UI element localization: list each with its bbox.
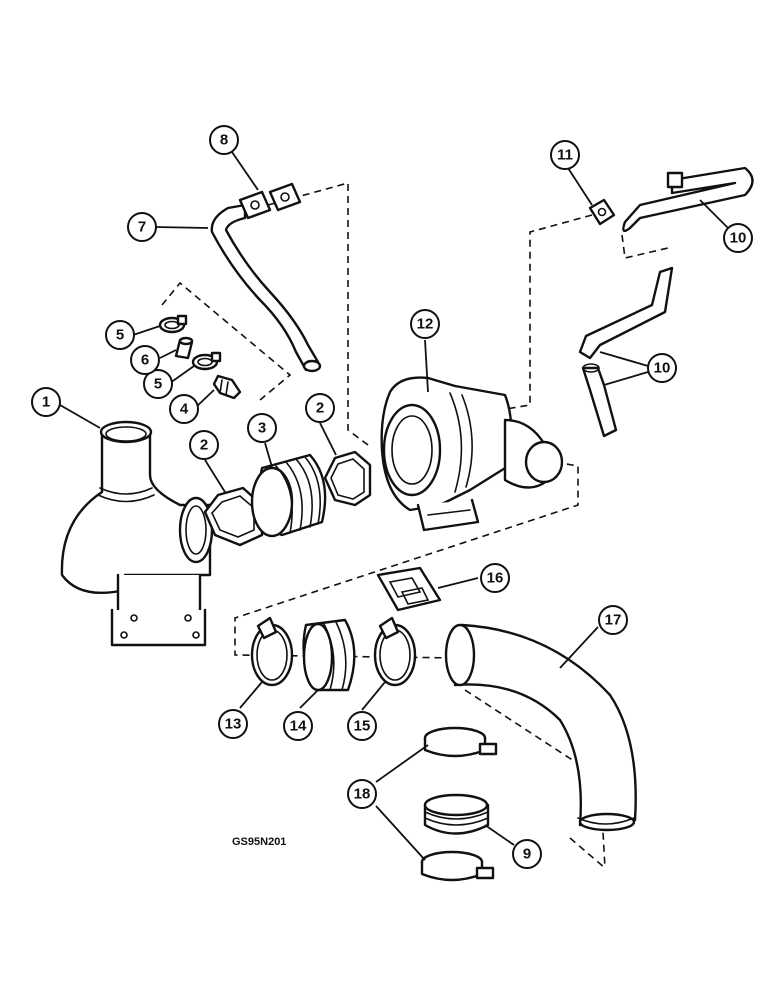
- svg-text:18: 18: [354, 786, 371, 803]
- callout-6: 6: [130, 345, 160, 375]
- part-5-clamp-lower: [191, 351, 222, 371]
- svg-text:4: 4: [180, 401, 189, 418]
- callout-7: 7: [127, 212, 157, 242]
- callout-5: 5: [143, 369, 173, 399]
- svg-text:9: 9: [523, 846, 531, 863]
- svg-text:5: 5: [116, 327, 124, 344]
- svg-text:2: 2: [316, 400, 324, 417]
- part-7-oil-line: [210, 203, 322, 373]
- callout-17: 17: [598, 605, 628, 635]
- part-13-hose-clamp: [250, 616, 294, 687]
- svg-text:12: 12: [417, 316, 434, 333]
- svg-text:1: 1: [42, 394, 50, 411]
- assembly-dashed-lines: [161, 181, 669, 869]
- callout-9: 9: [512, 839, 542, 869]
- callout-18: 18: [347, 779, 377, 809]
- part-16-gasket: [376, 566, 442, 612]
- part-6-hose-sleeve: [174, 336, 194, 360]
- svg-text:14: 14: [290, 718, 307, 735]
- svg-text:10: 10: [730, 230, 747, 247]
- leader-lines: [59, 151, 729, 861]
- svg-text:10: 10: [654, 360, 671, 377]
- callout-13: 13: [218, 709, 248, 739]
- part-12-turbocharger: [380, 376, 564, 532]
- svg-text:13: 13: [225, 716, 242, 733]
- callout-10: 10: [647, 353, 677, 383]
- part-5-clamp-upper: [158, 314, 188, 334]
- svg-text:16: 16: [487, 570, 504, 587]
- svg-text:17: 17: [605, 612, 622, 629]
- part-3-bellows: [250, 453, 327, 538]
- callout-1: 1: [31, 387, 61, 417]
- part-10-drain-tube-upper: [622, 166, 754, 233]
- svg-text:7: 7: [138, 219, 146, 236]
- part-14-hose: [302, 618, 356, 692]
- callout-8: 8: [209, 125, 239, 155]
- part-18-clamp-upper: [423, 726, 498, 758]
- part-11-gasket: [588, 198, 616, 226]
- svg-text:8: 8: [220, 132, 228, 149]
- callout-3: 3: [247, 413, 277, 443]
- callout-2: 2: [305, 393, 335, 423]
- callout-15: 15: [347, 711, 377, 741]
- part-4-connector: [212, 374, 242, 400]
- part-10-drain-tube-lower: [578, 266, 674, 438]
- figure-code: GS95N201: [232, 836, 286, 848]
- part-2-gasket-right: [323, 450, 372, 507]
- callout-12: 12: [410, 309, 440, 339]
- svg-text:6: 6: [141, 352, 149, 369]
- callout-4: 4: [169, 394, 199, 424]
- svg-text:11: 11: [557, 147, 573, 164]
- part-18-clamp-lower: [420, 850, 495, 882]
- svg-text:5: 5: [154, 376, 162, 393]
- callout-5: 5: [105, 320, 135, 350]
- callout-14: 14: [283, 711, 313, 741]
- part-2-gasket-left: [203, 486, 264, 547]
- svg-text:3: 3: [258, 420, 266, 437]
- callout-16: 16: [480, 563, 510, 593]
- callout-2: 2: [189, 430, 219, 460]
- part-17-bent-tube: [444, 623, 637, 832]
- part-8-flange-gaskets: [238, 182, 302, 220]
- part-15-hose-clamp: [373, 616, 417, 687]
- part-1-exhaust-elbow: [60, 420, 214, 647]
- callout-11: 11: [550, 140, 580, 170]
- svg-text:15: 15: [354, 718, 371, 735]
- svg-text:2: 2: [200, 437, 208, 454]
- callout-10: 10: [723, 223, 753, 253]
- part-9-hose: [423, 793, 490, 835]
- callouts: 1 2 2 3 4 5 5 6: [31, 125, 753, 869]
